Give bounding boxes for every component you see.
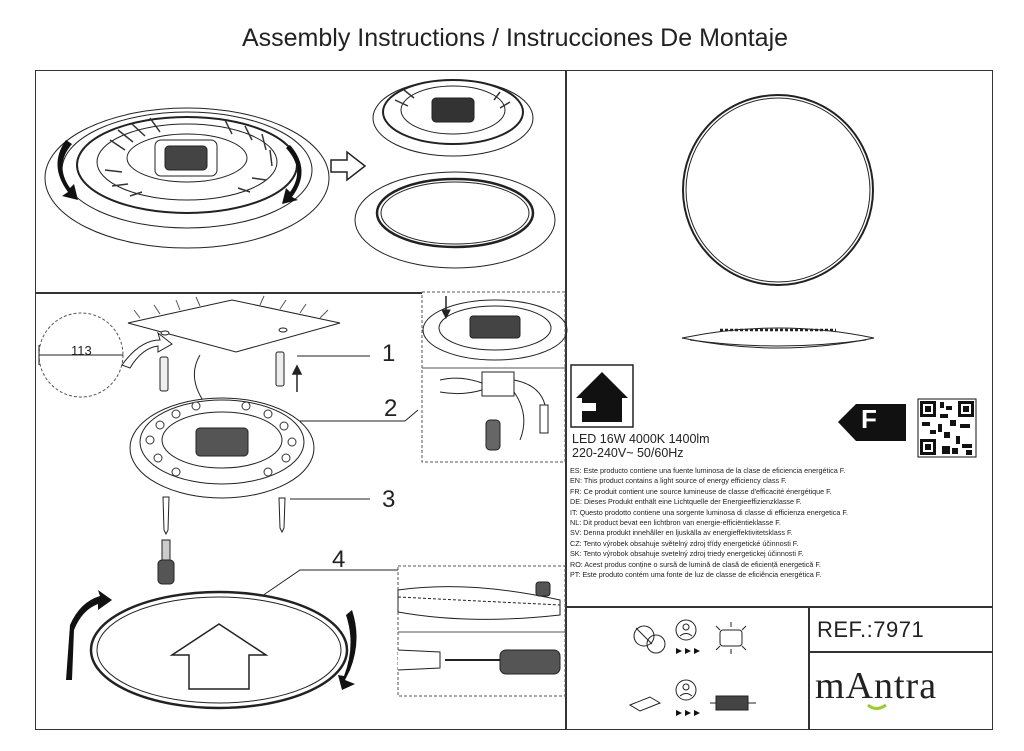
spec-voltage: 220-240V~ 50/60Hz	[572, 446, 684, 460]
energy-statement: NL: Dit product bevat een lichtbron van …	[570, 518, 781, 528]
page-title: Assembly Instructions / Instrucciones De…	[241, 24, 789, 52]
step-leader-lines	[261, 355, 419, 597]
house-fixture-icon	[570, 364, 634, 428]
energy-statement: ES: Este producto contiene una fuente lu…	[570, 466, 846, 475]
energy-statement: FR: Ce produit contient une source lumin…	[570, 486, 832, 496]
energy-statement: RO: Acest produs conține o sursă de lumi…	[570, 559, 821, 569]
person-icon	[675, 619, 697, 701]
reference-number: REF.:7971	[817, 617, 925, 642]
energy-statement: DE: Dieses Produkt enthält eine Lichtque…	[570, 497, 802, 507]
lamp-cover-bottom	[89, 590, 349, 710]
energy-label-arrow-icon	[838, 404, 906, 441]
lamp-side-view	[681, 327, 875, 349]
energy-statement: EN: This product contains a light source…	[570, 476, 787, 486]
led-icon	[715, 622, 747, 654]
arrow-rotate-icon	[57, 140, 302, 204]
instruction-frame	[35, 70, 993, 730]
dimension-circle	[38, 312, 124, 398]
lamp-top-view	[682, 94, 874, 286]
screw-icon	[162, 496, 286, 536]
step-number-4: 4	[332, 546, 346, 573]
dimension-label: 113	[71, 343, 92, 358]
step-number-1: 1	[382, 340, 396, 367]
ref-divider	[808, 606, 810, 730]
downward-arrow-icon	[291, 364, 303, 392]
vertical-divider	[565, 70, 567, 730]
energy-statement: PT: Este produto contém uma fonte de luz…	[570, 570, 822, 580]
energy-statements: ES: Este producto contiene una fuente lu…	[570, 466, 990, 580]
top-base-separated	[372, 79, 534, 157]
mounting-base	[129, 354, 315, 499]
rotate-cover-arrow-icon	[66, 590, 357, 690]
top-base-drawing	[44, 107, 330, 249]
wall-plug-icons	[159, 351, 285, 392]
brand-accent	[867, 703, 887, 710]
driver-icon	[628, 695, 756, 712]
outline-arrow-icon	[330, 150, 367, 182]
energy-statement: SV: Denna produkt innehåller en ljuskäll…	[570, 528, 793, 538]
spec-power: LED 16W 4000K 1400lm	[572, 432, 710, 446]
brand-logo: mAntra	[815, 665, 938, 707]
top-ring-separated	[354, 171, 556, 269]
pointer-arrow-icon	[121, 331, 173, 369]
ref-brand-divider	[808, 651, 993, 653]
energy-statement: SK: Tento výrobok obsahuje svetelný zdro…	[570, 549, 804, 559]
detail-cover-closeup	[397, 581, 565, 675]
no-replace-icon	[633, 625, 666, 654]
play-arrows-icon	[676, 648, 700, 716]
qr-code-icon	[917, 398, 977, 458]
energy-statement: IT: Questo prodotto contiene una sorgent…	[570, 507, 848, 517]
step-number-2: 2	[384, 395, 398, 422]
screwdriver-icon	[157, 539, 175, 585]
energy-statement: CZ: Tento výrobek obsahuje světelný zdro…	[570, 538, 799, 548]
right-bottom-divider	[565, 606, 993, 608]
detail-base-closeup	[422, 296, 568, 451]
energy-class-letter: F	[861, 404, 877, 434]
ceiling-plate	[127, 295, 341, 353]
top-left-divider	[35, 292, 566, 294]
step-number-3: 3	[382, 486, 396, 513]
